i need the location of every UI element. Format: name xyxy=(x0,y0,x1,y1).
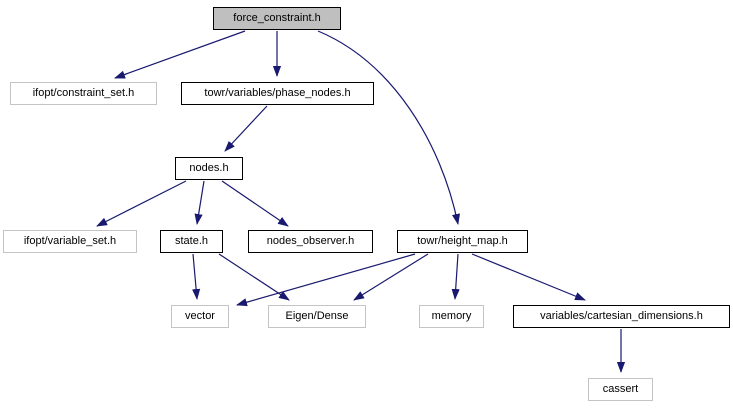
node-label: Eigen/Dense xyxy=(285,310,349,322)
node-label: nodes.h xyxy=(189,162,229,174)
node-memory: memory xyxy=(419,305,484,328)
node-nodes[interactable]: nodes.h xyxy=(175,157,243,180)
edge-force_constraint-to-height_map xyxy=(317,30,460,225)
node-label: cassert xyxy=(602,383,639,395)
node-variable_set: ifopt/variable_set.h xyxy=(3,230,137,253)
edge-state-to-eigen_dense xyxy=(218,253,290,301)
node-cassert: cassert xyxy=(588,378,653,401)
node-label: ifopt/variable_set.h xyxy=(23,235,117,247)
edge-nodes-to-variable_set xyxy=(96,180,187,227)
edge-state-to-vector xyxy=(192,253,201,300)
node-label: memory xyxy=(431,310,472,322)
edge-phase_nodes-to-nodes xyxy=(224,105,268,152)
edge-height_map-to-cartesian_dimensions xyxy=(471,253,586,301)
node-vector: vector xyxy=(171,305,229,328)
node-nodes_observer[interactable]: nodes_observer.h xyxy=(248,230,373,253)
node-height_map[interactable]: towr/height_map.h xyxy=(397,230,528,253)
node-cartesian_dimensions[interactable]: variables/cartesian_dimensions.h xyxy=(513,305,730,328)
node-label: vector xyxy=(185,310,215,322)
edge-height_map-to-memory xyxy=(451,253,460,300)
node-label: state.h xyxy=(174,235,209,247)
node-state[interactable]: state.h xyxy=(160,230,223,253)
node-label: towr/height_map.h xyxy=(417,235,508,247)
node-phase_nodes[interactable]: towr/variables/phase_nodes.h xyxy=(181,82,374,105)
node-label: ifopt/constraint_set.h xyxy=(32,87,135,99)
node-label: force_constraint.h xyxy=(233,12,321,24)
node-label: towr/variables/phase_nodes.h xyxy=(204,87,351,99)
edge-height_map-to-vector xyxy=(236,253,416,307)
node-eigen_dense: Eigen/Dense xyxy=(268,305,366,328)
edge-group xyxy=(96,30,626,373)
node-constraint_set: ifopt/constraint_set.h xyxy=(10,82,157,105)
edge-nodes-to-nodes_observer xyxy=(221,180,289,227)
node-label: variables/cartesian_dimensions.h xyxy=(540,310,703,322)
edge-height_map-to-eigen_dense xyxy=(353,253,429,301)
edge-force_constraint-to-constraint_set xyxy=(114,30,246,79)
node-force_constraint: force_constraint.h xyxy=(213,7,341,30)
edge-nodes-to-state xyxy=(194,180,205,225)
node-label: nodes_observer.h xyxy=(266,235,355,247)
